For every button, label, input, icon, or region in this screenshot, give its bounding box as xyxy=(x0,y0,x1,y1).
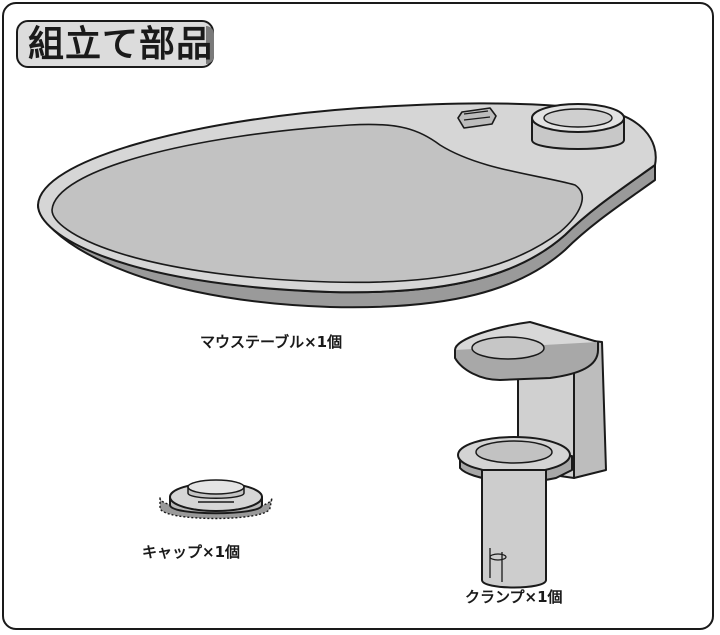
clamp-illustration xyxy=(454,321,607,589)
title-tab xyxy=(16,20,214,68)
mouse-table-illustration xyxy=(37,102,657,309)
mouse-table-label: マウステーブル×1個 xyxy=(200,333,343,351)
cap-label: キャップ×1個 xyxy=(142,543,241,561)
page-title: 組立て部品 xyxy=(28,24,214,65)
clamp-label: クランプ×1個 xyxy=(465,588,563,606)
cap-illustration xyxy=(159,479,273,520)
title-tab-shadow xyxy=(206,26,214,64)
